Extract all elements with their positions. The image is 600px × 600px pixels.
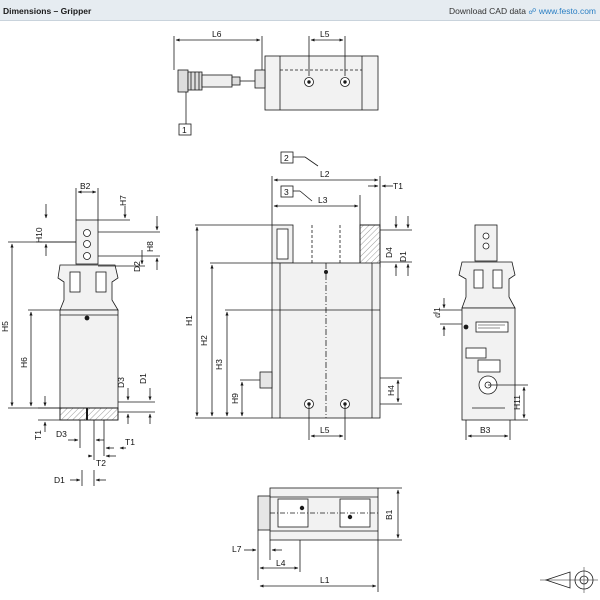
dim-d2: D2 <box>132 261 142 272</box>
dim-l5-top: L5 <box>320 29 330 39</box>
link-icon: ☍ <box>528 7 537 16</box>
dim-h7: H7 <box>118 195 128 206</box>
dim-l5-front: L5 <box>320 425 330 435</box>
dim-b2: B2 <box>80 181 91 191</box>
dim-d1-bottom: D1 <box>54 475 65 485</box>
dim-h11: H11 <box>512 395 522 410</box>
dim-h2: H2 <box>199 335 209 346</box>
callout-3: 3 <box>284 187 289 197</box>
dim-l2: L2 <box>320 169 330 179</box>
dim-d4: D4 <box>384 247 394 258</box>
dim-l1: L1 <box>320 575 330 585</box>
dim-h10: H10 <box>34 227 44 243</box>
dim-h4: H4 <box>386 385 396 396</box>
callout-2: 2 <box>284 153 289 163</box>
top-view <box>173 36 379 136</box>
dim-l6: L6 <box>212 29 222 39</box>
dim-d3-bottom: D3 <box>56 429 67 439</box>
right-side-view <box>440 224 528 440</box>
dim-h1: H1 <box>184 315 194 326</box>
callout-1: 1 <box>182 125 187 135</box>
dim-b1: B1 <box>384 509 394 520</box>
dim-h8: H8 <box>145 241 155 252</box>
dim-l3: L3 <box>318 195 328 205</box>
dim-a1: ⅆ1 <box>432 307 442 318</box>
dim-t1-bottom: T1 <box>125 437 135 447</box>
dim-h6: H6 <box>19 357 29 368</box>
cable-connector-icon <box>177 69 255 93</box>
dim-d1-side: D1 <box>138 373 148 384</box>
festo-url[interactable]: www.festo.com <box>538 6 596 16</box>
dim-d1-front: D1 <box>398 251 408 262</box>
projection-symbol-icon <box>540 567 598 593</box>
download-cad-label: Download CAD data <box>448 6 526 16</box>
dim-t1-top: T1 <box>393 181 403 191</box>
download-cad-link[interactable]: Download CAD data ☍ www.festo.com <box>449 6 596 16</box>
dim-d3-side: D3 <box>116 377 126 388</box>
header-bar: Dimensions – Gripper Download CAD data ☍… <box>0 0 600 21</box>
dim-h5: H5 <box>0 321 10 332</box>
dim-h3: H3 <box>214 359 224 370</box>
dim-h9: H9 <box>230 393 240 404</box>
bottom-view <box>244 487 402 592</box>
dim-l4: L4 <box>276 558 286 568</box>
dim-l7: L7 <box>232 544 242 554</box>
page-title: Dimensions – Gripper <box>3 6 92 16</box>
front-view <box>195 151 412 440</box>
top-body <box>264 55 379 111</box>
left-side-view <box>8 188 160 486</box>
dim-t1-left: T1 <box>33 430 43 440</box>
dim-t2: T2 <box>96 458 106 468</box>
dim-b3: B3 <box>480 425 491 435</box>
